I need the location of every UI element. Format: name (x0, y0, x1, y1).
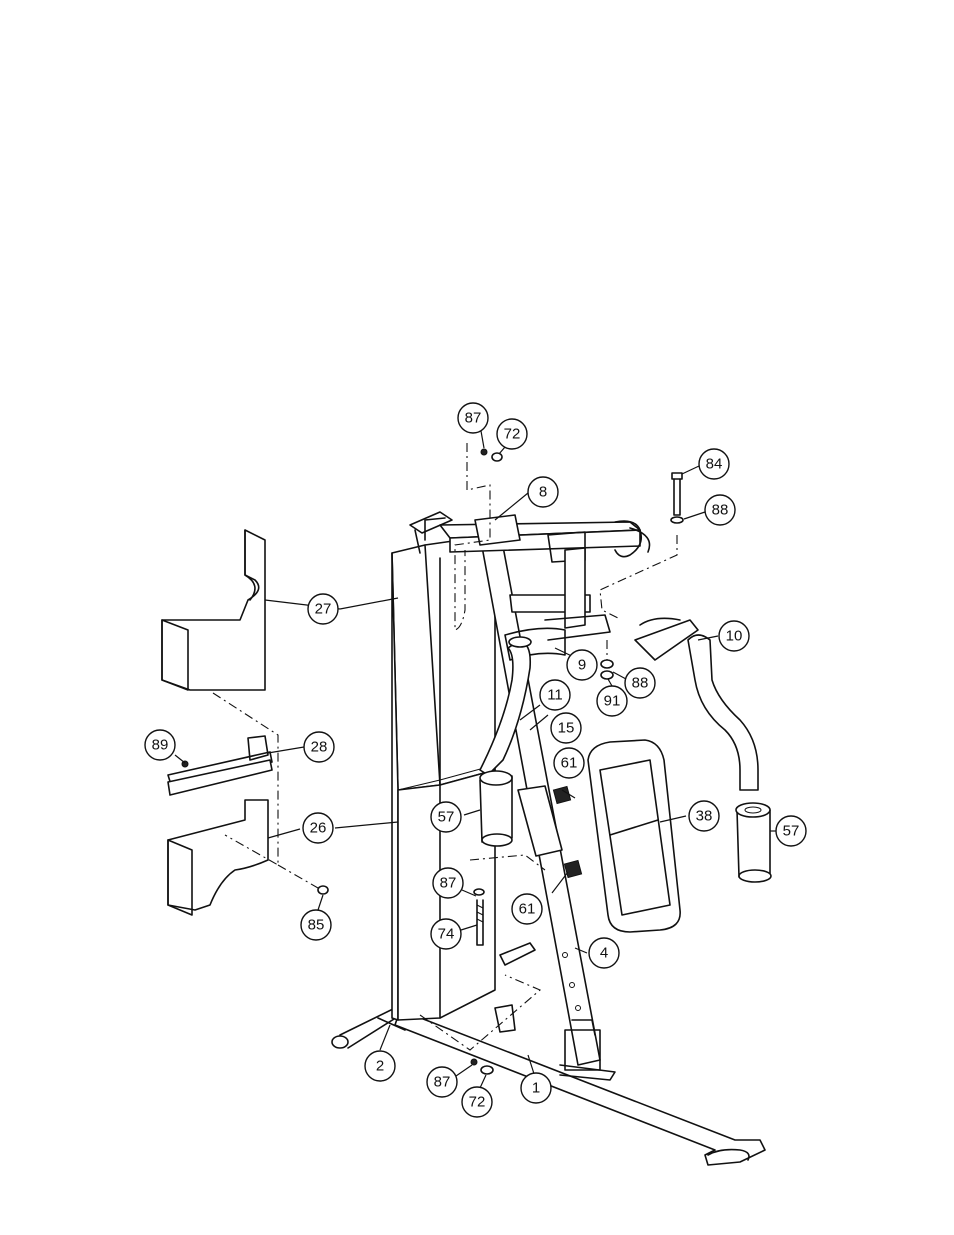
callout-8: 8 (528, 477, 558, 507)
svg-text:74: 74 (438, 926, 455, 943)
callout-74: 74 (431, 919, 461, 949)
svg-text:87: 87 (440, 875, 457, 892)
bolt-85-part (318, 886, 328, 894)
svg-text:72: 72 (504, 426, 521, 443)
svg-text:15: 15 (558, 720, 575, 737)
lower-shroud-panel-part (168, 800, 268, 915)
svg-text:91: 91 (604, 693, 621, 710)
svg-text:9: 9 (578, 657, 586, 674)
callout-28: 28 (304, 732, 334, 762)
callout-11: 11 (540, 680, 570, 710)
svg-text:84: 84 (706, 456, 723, 473)
small-bracket-base (495, 943, 535, 1032)
svg-text:87: 87 (465, 410, 482, 427)
roller-pad-left-part (480, 771, 512, 846)
callout-89: 89 (145, 730, 175, 760)
callout-26: 26 (303, 813, 333, 843)
svg-text:28: 28 (311, 739, 328, 756)
svg-text:57: 57 (783, 823, 800, 840)
svg-text:61: 61 (561, 755, 578, 772)
callout-91: 91 (597, 686, 627, 716)
callout-57-left: 57 (431, 802, 461, 832)
callout-10: 10 (719, 621, 749, 651)
callout-72-bottom: 72 (462, 1087, 492, 1117)
svg-text:57: 57 (438, 809, 455, 826)
callout-38: 38 (689, 801, 719, 831)
svg-text:2: 2 (376, 1058, 384, 1075)
svg-text:72: 72 (469, 1094, 486, 1111)
leader-lines (265, 493, 776, 1080)
callout-88-top: 88 (705, 495, 735, 525)
callout-2: 2 (365, 1051, 395, 1081)
bolt-72-top-part (481, 449, 502, 461)
callout-9: 9 (567, 650, 597, 680)
svg-text:89: 89 (152, 737, 169, 754)
callout-1: 1 (521, 1073, 551, 1103)
callout-72-top: 72 (497, 419, 527, 449)
bolt-84-part (672, 473, 682, 515)
bracket-part-28 (168, 736, 272, 795)
callout-87-top: 87 (458, 403, 488, 433)
callout-15: 15 (551, 713, 581, 743)
svg-text:87: 87 (434, 1074, 451, 1091)
upper-shroud-panel-part (162, 530, 265, 690)
back-pad-part (588, 740, 680, 932)
nut-91-part (601, 660, 613, 679)
svg-text:1: 1 (532, 1080, 540, 1097)
svg-text:26: 26 (310, 820, 327, 837)
svg-text:8: 8 (539, 484, 547, 501)
callout-87-bottom: 87 (427, 1067, 457, 1097)
washer-88-part (671, 517, 683, 523)
svg-text:10: 10 (726, 628, 743, 645)
callout-61-bottom: 61 (512, 894, 542, 924)
callout-61-top: 61 (554, 748, 584, 778)
svg-text:88: 88 (712, 502, 729, 519)
svg-text:85: 85 (308, 917, 325, 934)
svg-text:88: 88 (632, 675, 649, 692)
callout-57-right: 57 (776, 816, 806, 846)
roller-pad-right-part (736, 803, 771, 882)
callout-87-mid: 87 (433, 868, 463, 898)
callout-27: 27 (308, 594, 338, 624)
svg-text:38: 38 (696, 808, 713, 825)
svg-text:27: 27 (315, 601, 332, 618)
svg-text:4: 4 (600, 945, 608, 962)
svg-text:11: 11 (547, 687, 563, 704)
callout-88-mid: 88 (625, 668, 655, 698)
callout-4: 4 (589, 938, 619, 968)
callout-84: 84 (699, 449, 729, 479)
callout-85: 85 (301, 910, 331, 940)
svg-text:61: 61 (519, 901, 536, 918)
